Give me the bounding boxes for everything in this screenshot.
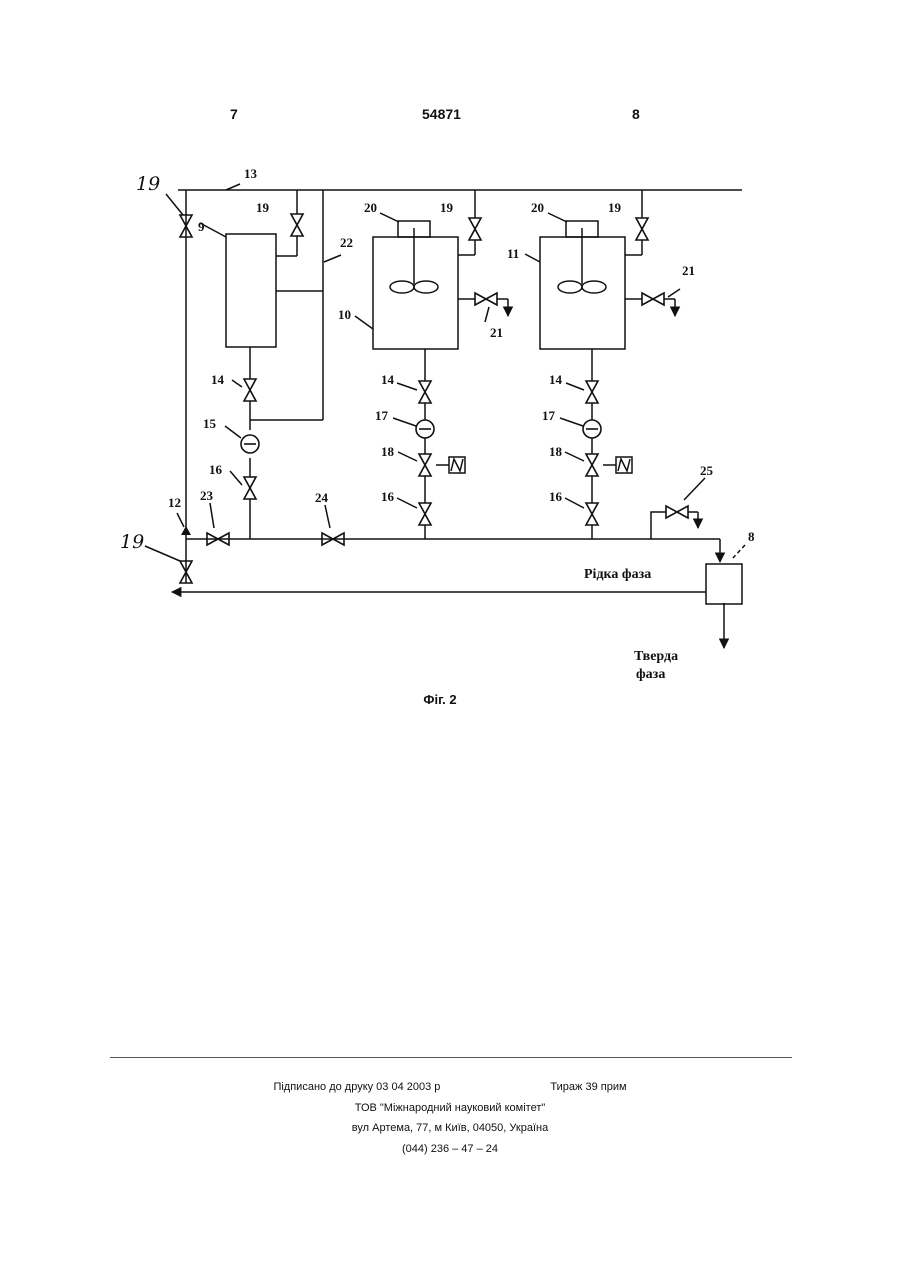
footer-print-run: Тираж 39 прим: [550, 1081, 626, 1093]
separator-8: [706, 564, 742, 604]
figure-caption: Фіг. 2: [0, 692, 880, 707]
label-25: 25: [700, 463, 714, 478]
valve-19-reactor10: [469, 218, 481, 240]
valve-18-reactor11: [586, 454, 598, 476]
label-16-a: 16: [209, 462, 223, 477]
valve-16-reactor10: [419, 503, 431, 525]
footer-address: вул Артема, 77, м Київ, 04050, Україна: [0, 1122, 900, 1134]
footer-phone: (044) 236 – 47 – 24: [0, 1143, 900, 1155]
label-14-b: 14: [381, 372, 395, 387]
label-21-a: 21: [682, 263, 695, 278]
label-9: 9: [198, 219, 205, 234]
label-19-handwritten-bottom: 19: [120, 531, 144, 553]
label-20-b: 20: [531, 200, 544, 215]
valve-16-reactor11: [586, 503, 598, 525]
valve-14-reactor11: [586, 381, 598, 403]
valve-21-reactor11: [642, 293, 664, 305]
footer-divider: [110, 1057, 792, 1058]
valve-25: [666, 506, 688, 518]
label-16-c: 16: [549, 489, 563, 504]
vessel-9: [226, 234, 276, 347]
valve-19-vessel9: [291, 214, 303, 236]
label-21-b: 21: [490, 325, 503, 340]
label-24: 24: [315, 490, 329, 505]
solid-phase-label-line2: фаза: [636, 667, 665, 682]
label-19-b: 19: [440, 200, 454, 215]
valve-14-reactor10: [419, 381, 431, 403]
valve-18-reactor10: [419, 454, 431, 476]
valve-21-reactor10: [475, 293, 497, 305]
label-17-b: 17: [542, 408, 556, 423]
label-12: 12: [168, 495, 181, 510]
solid-phase-label-line1: Тверда: [634, 649, 678, 664]
footer-signed: Підписано до друку 03 04 2003 р: [273, 1081, 440, 1093]
label-13: 13: [244, 166, 258, 181]
label-19-c: 19: [608, 200, 622, 215]
label-19-a: 19: [256, 200, 270, 215]
label-14-a: 14: [211, 372, 225, 387]
label-17-a: 17: [375, 408, 389, 423]
label-8: 8: [748, 529, 755, 544]
valve-19-reactor11: [636, 218, 648, 240]
footer-org: ТОВ "Міжнародний науковий комітет": [0, 1102, 900, 1114]
liquid-phase-label: Рідка фаза: [584, 567, 651, 582]
label-15: 15: [203, 416, 217, 431]
label-18-a: 18: [381, 444, 395, 459]
label-23: 23: [200, 488, 214, 503]
valve-14-vessel9: [244, 379, 256, 401]
label-11: 11: [507, 246, 519, 261]
label-10: 10: [338, 307, 351, 322]
label-22: 22: [340, 235, 353, 250]
valve-16-vessel9: [244, 477, 256, 499]
reactor-10: [373, 237, 458, 349]
label-14-c: 14: [549, 372, 563, 387]
label-19-handwritten-top: 19: [136, 173, 160, 195]
label-18-b: 18: [549, 444, 563, 459]
label-20-a: 20: [364, 200, 377, 215]
process-flow-diagram: 13 19 9 19 22 20 19 20 19 11 21 10 21 14…: [0, 0, 900, 720]
label-16-b: 16: [381, 489, 395, 504]
footer-line-1: Підписано до друку 03 04 2003 р Тираж 39 …: [0, 1081, 900, 1093]
